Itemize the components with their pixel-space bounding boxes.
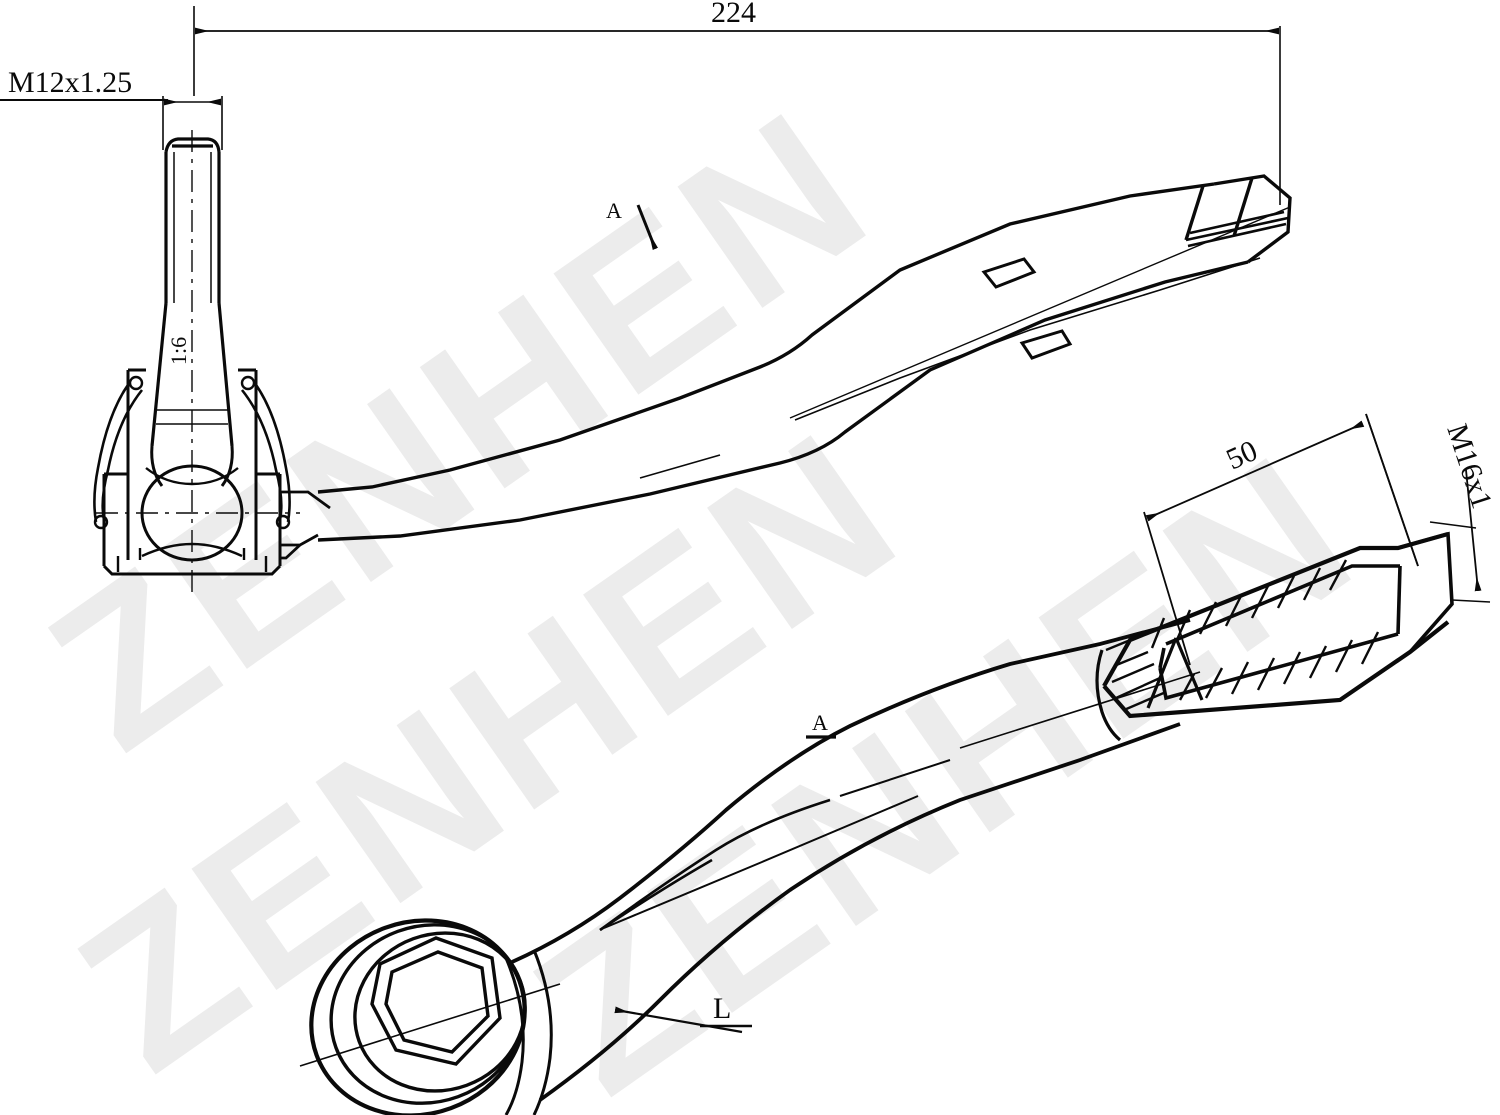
- stud-taper-section: [150, 302, 234, 447]
- dimension-stud-diameter: [162, 96, 223, 150]
- dimension-label-224: 224: [711, 0, 756, 29]
- dust-boot-seal: [93, 381, 291, 523]
- section-mark-label-a: A: [606, 198, 622, 223]
- section-hatching-transition: [1105, 634, 1167, 712]
- arm-axis-line: [789, 206, 1291, 419]
- arm-outline-top: [317, 182, 1215, 494]
- leader-L: [614, 1006, 752, 1034]
- thread-label-m12: M12x1.25: [8, 66, 132, 99]
- threaded-end-block: [1184, 174, 1292, 264]
- leader-label-L: L: [713, 992, 731, 1025]
- arm-socket-stub: [280, 490, 331, 560]
- section-mark-a-upper: [636, 204, 658, 250]
- section-arm-inner-line-2: [603, 759, 951, 929]
- ball-socket-eye-rings: [329, 923, 527, 1105]
- arm-slot-feature-1: [981, 257, 1037, 289]
- thread-label-m16: M16x1: [1440, 420, 1498, 513]
- dimension-overall-length: [193, 6, 1281, 205]
- stud-neck: [150, 445, 234, 487]
- section-hatching-upper: [1150, 559, 1348, 649]
- arm-slot-feature-2: [1019, 329, 1073, 360]
- ball-socket-bore-hex: [370, 936, 502, 1066]
- socket-right-taper: [1397, 531, 1454, 654]
- section-transition-walls: [1095, 637, 1204, 742]
- stud-thread-inner-lines: [173, 152, 212, 303]
- section-arm-outline-bottom: [538, 722, 1181, 1102]
- ball-socket-axis: [299, 983, 561, 1067]
- boot-clamp-rings: [93, 375, 291, 530]
- ball-joint-assembly-upper: [93, 130, 300, 595]
- section-arm-inner-line: [599, 798, 831, 932]
- centerline-ball-joint: [96, 130, 300, 595]
- dimension-socket-thread-m16: [1365, 413, 1491, 603]
- section-eye-collar: [504, 949, 553, 1115]
- arm-outline-bottom: [317, 260, 1249, 542]
- section-arm-axis: [959, 671, 1201, 749]
- section-arm-outline-top: [511, 618, 1191, 964]
- tie-rod-arm-upper: [280, 174, 1292, 560]
- taper-label-1-6: 1:6: [166, 337, 191, 365]
- section-view-title-a: A: [812, 710, 828, 735]
- section-view-lower: [299, 531, 1454, 1115]
- arm-construction-line: [639, 257, 1261, 479]
